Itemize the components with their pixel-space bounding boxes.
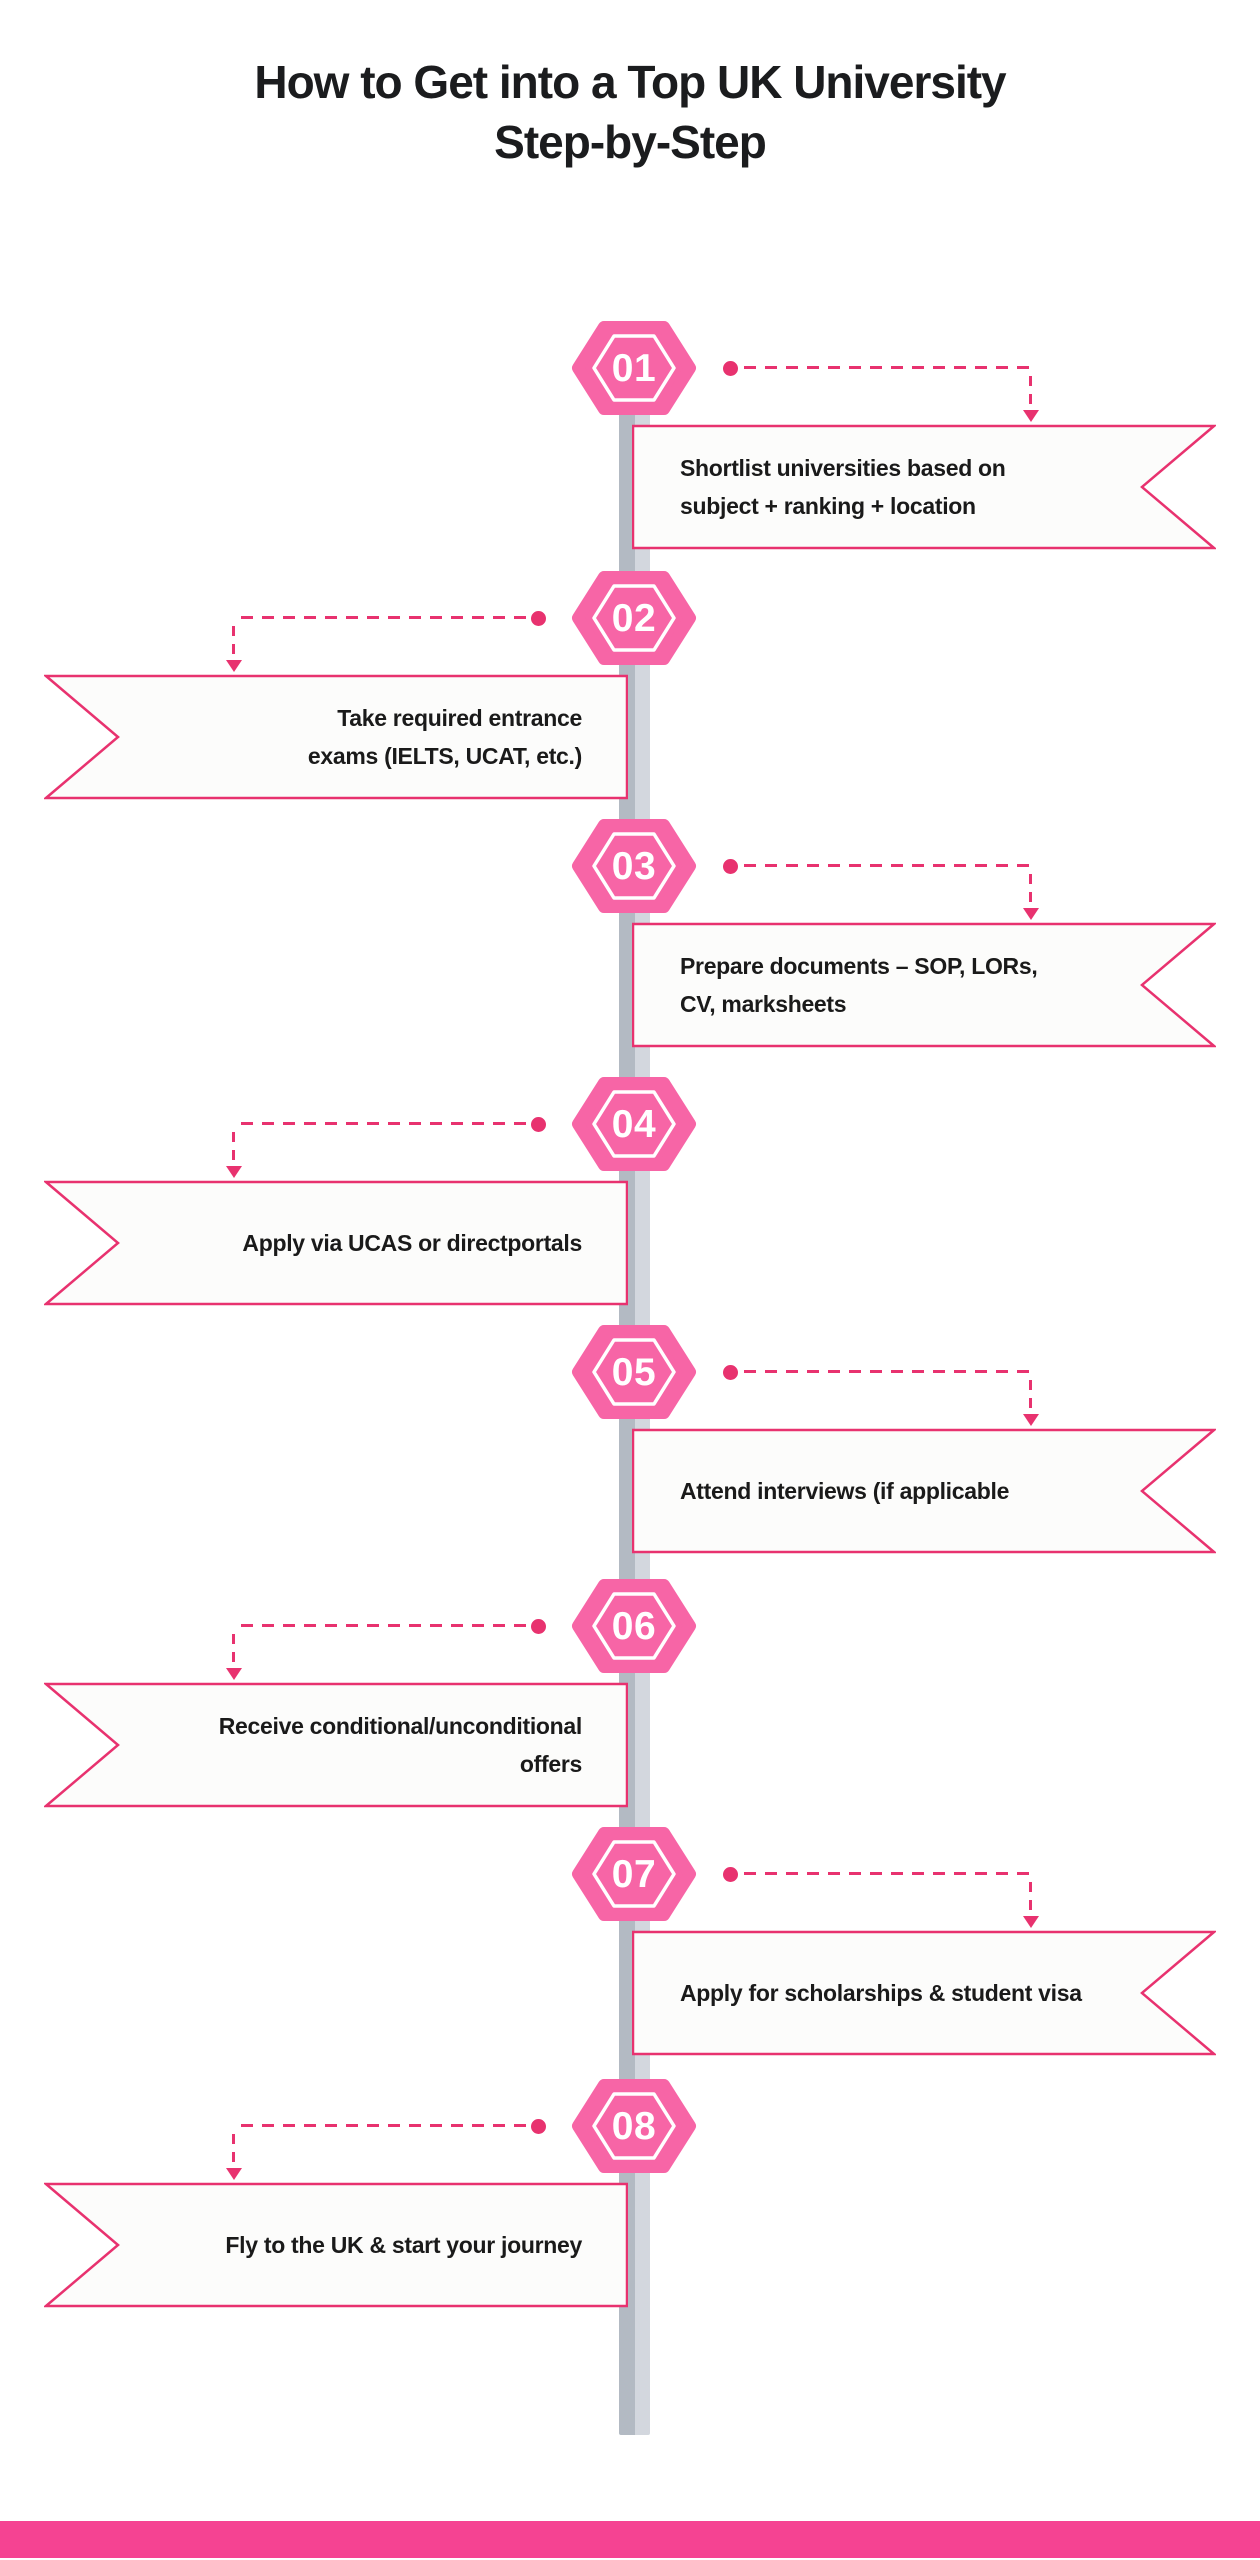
connector-dot <box>531 1619 546 1634</box>
hexagon-badge-icon <box>572 1579 696 1673</box>
connector-line-horizontal <box>744 864 1030 867</box>
arrow-down-icon <box>1023 908 1039 920</box>
banner-label: Shortlist universities based on subject … <box>680 455 1006 519</box>
connector-line-vertical <box>232 626 235 657</box>
step-banner: Shortlist universities based on subject … <box>632 424 1216 550</box>
connector-line-horizontal <box>241 1624 527 1627</box>
connector-line-vertical <box>232 1634 235 1665</box>
hexagon-badge-icon <box>572 1827 696 1921</box>
connector-line-horizontal <box>744 1872 1030 1875</box>
banner-label: Apply for scholarships & student visa <box>680 1980 1082 2006</box>
connector-dot <box>531 1117 546 1132</box>
step-number: 04 <box>611 1103 657 1146</box>
banner-flag-shape <box>632 922 1216 1048</box>
banner-flag-shape <box>632 424 1216 550</box>
arrow-down-icon <box>226 2168 242 2180</box>
step-number: 05 <box>611 1351 657 1394</box>
step-banner: Take required entrance exams (IELTS, UCA… <box>44 674 628 800</box>
page-title-line1: How to Get into a Top UK University <box>254 56 1006 108</box>
connector-dot <box>723 859 738 874</box>
arrow-down-icon <box>226 1668 242 1680</box>
banner-label: Take required entrance exams (IELTS, UCA… <box>307 705 582 769</box>
connector-line-vertical <box>1029 1882 1032 1913</box>
banner-label: Attend interviews (if applicable <box>680 1478 1010 1504</box>
banner-label: Prepare documents – SOP, LORs, CV, marks… <box>680 953 1038 1017</box>
banner-label: Fly to the UK & start your journey <box>225 2232 582 2258</box>
hexagon-badge-icon <box>572 571 696 665</box>
hexagon-badge-icon <box>572 819 696 913</box>
banner-flag-shape <box>44 1682 628 1808</box>
connector-dot <box>531 2119 546 2134</box>
arrow-down-icon <box>226 660 242 672</box>
step-number: 06 <box>611 1605 657 1648</box>
step-badge: 07 <box>570 1825 698 1923</box>
step-number: 08 <box>611 2105 657 2148</box>
connector-dot <box>723 361 738 376</box>
step-badge: 05 <box>570 1323 698 1421</box>
step-banner: Prepare documents – SOP, LORs, CV, marks… <box>632 922 1216 1048</box>
step-banner: Fly to the UK & start your journey <box>44 2182 628 2308</box>
arrow-down-icon <box>1023 1916 1039 1928</box>
connector-line-vertical <box>232 2134 235 2165</box>
connector-line-horizontal <box>241 616 527 619</box>
connector-dot <box>723 1365 738 1380</box>
connector-line-horizontal <box>241 2124 527 2127</box>
connector-line-vertical <box>1029 376 1032 407</box>
banner-flag-shape <box>44 2182 628 2308</box>
step-number: 07 <box>611 1853 657 1896</box>
banner-flag-shape <box>632 1930 1216 2056</box>
step-banner: Attend interviews (if applicable <box>632 1428 1216 1554</box>
step-banner: Receive conditional/unconditional offers <box>44 1682 628 1808</box>
step-number: 02 <box>611 597 657 640</box>
connector-line-vertical <box>232 1132 235 1163</box>
connector-line-vertical <box>1029 874 1032 905</box>
banner-flag-shape <box>44 674 628 800</box>
hexagon-badge-icon <box>572 1077 696 1171</box>
connector-line-horizontal <box>744 1370 1030 1373</box>
step-badge: 02 <box>570 569 698 667</box>
hexagon-badge-icon <box>572 321 696 415</box>
step-banner: Apply via UCAS or directportals <box>44 1180 628 1306</box>
step-badge: 01 <box>570 319 698 417</box>
page-title-line2: Step-by-Step <box>494 116 767 168</box>
step-badge: 06 <box>570 1577 698 1675</box>
arrow-down-icon <box>1023 1414 1039 1426</box>
footer-bar <box>0 2521 1260 2558</box>
step-number: 01 <box>611 347 657 390</box>
banner-label: Receive conditional/unconditional offers <box>218 1713 583 1777</box>
arrow-down-icon <box>1023 410 1039 422</box>
step-badge: 04 <box>570 1075 698 1173</box>
banner-flag-shape <box>44 1180 628 1306</box>
banner-flag-shape <box>632 1428 1216 1554</box>
arrow-down-icon <box>226 1166 242 1178</box>
hexagon-badge-icon <box>572 2079 696 2173</box>
connector-line-horizontal <box>241 1122 527 1125</box>
connector-line-horizontal <box>744 366 1030 369</box>
banner-label: Apply via UCAS or directportals <box>242 1230 582 1256</box>
step-number: 03 <box>611 845 657 888</box>
hexagon-badge-icon <box>572 1325 696 1419</box>
connector-dot <box>723 1867 738 1882</box>
step-badge: 08 <box>570 2077 698 2175</box>
page-title: How to Get into a Top UK University Step… <box>0 52 1260 172</box>
connector-line-vertical <box>1029 1380 1032 1411</box>
step-banner: Apply for scholarships & student visa <box>632 1930 1216 2056</box>
connector-dot <box>531 611 546 626</box>
step-badge: 03 <box>570 817 698 915</box>
